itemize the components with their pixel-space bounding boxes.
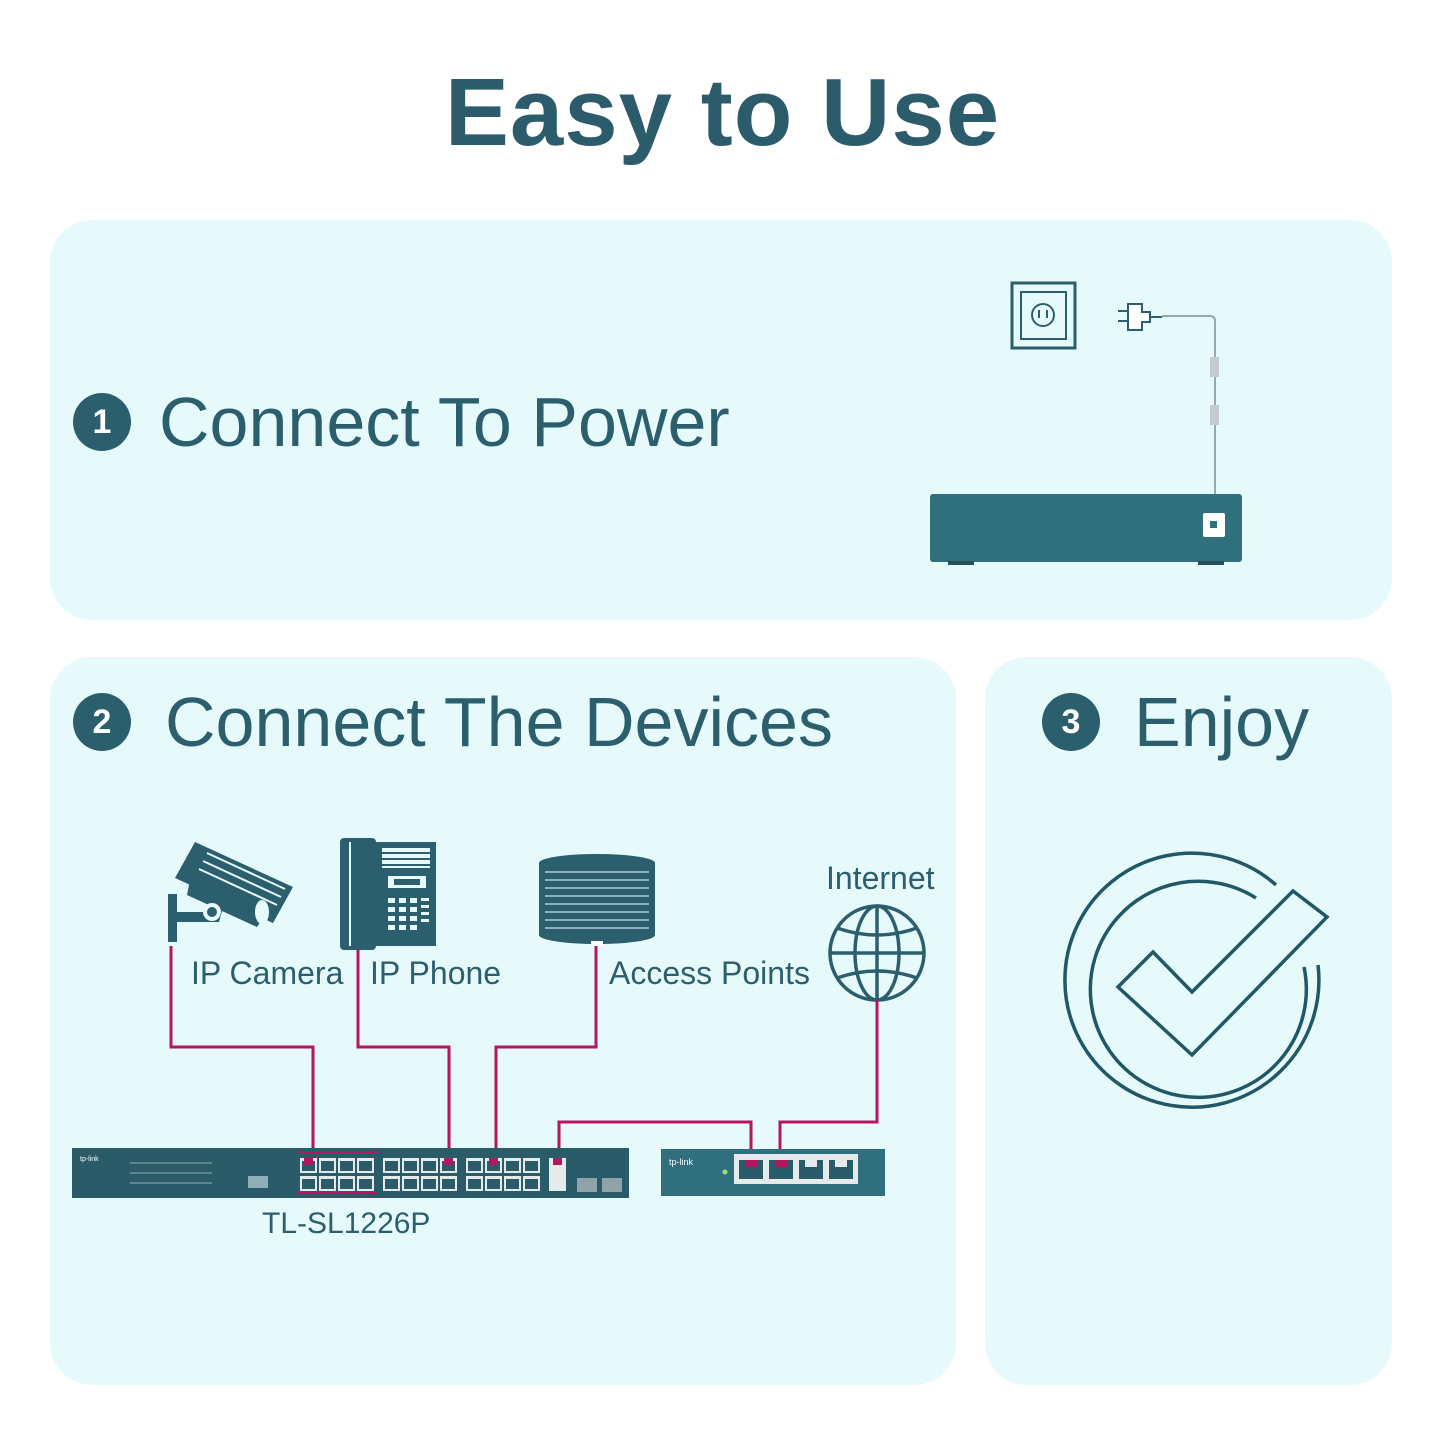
step-3-label: Enjoy [1134, 683, 1310, 761]
switch-port-socket [442, 1161, 455, 1171]
step-1-number: 1 [73, 393, 131, 451]
switch-port-socket [321, 1161, 334, 1171]
switch-port-socket [525, 1161, 538, 1171]
switch-port-socket [340, 1179, 353, 1189]
ip-phone-icon [340, 838, 436, 950]
access-point-icon [539, 854, 655, 946]
switch-port-socket [506, 1161, 519, 1171]
switch-port-socket [468, 1179, 481, 1189]
step-2-panel [50, 657, 956, 1385]
step-2-number: 2 [73, 693, 131, 751]
switch-port-socket [359, 1161, 372, 1171]
switch-port-socket [404, 1179, 417, 1189]
connected-plug [489, 1158, 498, 1165]
connected-plug [304, 1158, 313, 1165]
checkmark-circle-icon [1063, 851, 1330, 1109]
network-cables [169, 946, 879, 1160]
step-3-panel [985, 657, 1392, 1385]
switch-port-socket [525, 1179, 538, 1189]
small-switch [661, 1149, 885, 1196]
power-cable [1162, 315, 1216, 496]
page-title: Easy to Use [444, 59, 1001, 166]
step-3-header: 3 Enjoy [1042, 682, 1309, 762]
switch-port-socket [506, 1179, 519, 1189]
switch-port-socket [359, 1179, 372, 1189]
switch-port-socket [404, 1161, 417, 1171]
globe-icon [828, 904, 926, 1002]
switch-device-icon [930, 494, 1242, 565]
power-plug-icon [1118, 303, 1162, 331]
ip-camera-icon [168, 842, 293, 942]
ip-phone-label: IP Phone [370, 955, 502, 991]
brand-logo-large: tp-link [80, 1156, 99, 1163]
switch-port-socket [487, 1161, 500, 1171]
internet-label: Internet [826, 860, 935, 896]
connected-plug [553, 1158, 562, 1165]
uplink-port [549, 1158, 566, 1191]
switch-port-socket [385, 1161, 398, 1171]
switch-port-socket [385, 1179, 398, 1189]
ip-camera-label: IP Camera [191, 955, 344, 991]
switch-port-socket [340, 1161, 353, 1171]
switch-port-socket [321, 1179, 334, 1189]
step-1-header: 1 Connect To Power [73, 382, 730, 462]
switch-port-socket [423, 1179, 436, 1189]
power-outlet-icon [1010, 281, 1077, 350]
brand-logo-small: tp-link [669, 1157, 694, 1167]
switch-port-socket [423, 1161, 436, 1171]
access-points-label: Access Points [609, 955, 810, 991]
switch-port-socket [302, 1161, 315, 1171]
switch-model-label: TL-SL1226P [262, 1207, 431, 1240]
switch-port-socket [487, 1179, 500, 1189]
connected-plug [444, 1158, 453, 1165]
switch-port-socket [442, 1179, 455, 1189]
step-2-header: 2 Connect The Devices [73, 682, 833, 762]
step-2-label: Connect The Devices [165, 683, 833, 761]
step-3-number: 3 [1042, 693, 1100, 751]
switch-port-socket [302, 1179, 315, 1189]
switch-port-socket [468, 1161, 481, 1171]
step-1-label: Connect To Power [159, 383, 730, 461]
tl-sl1226p-switch [72, 1148, 629, 1198]
